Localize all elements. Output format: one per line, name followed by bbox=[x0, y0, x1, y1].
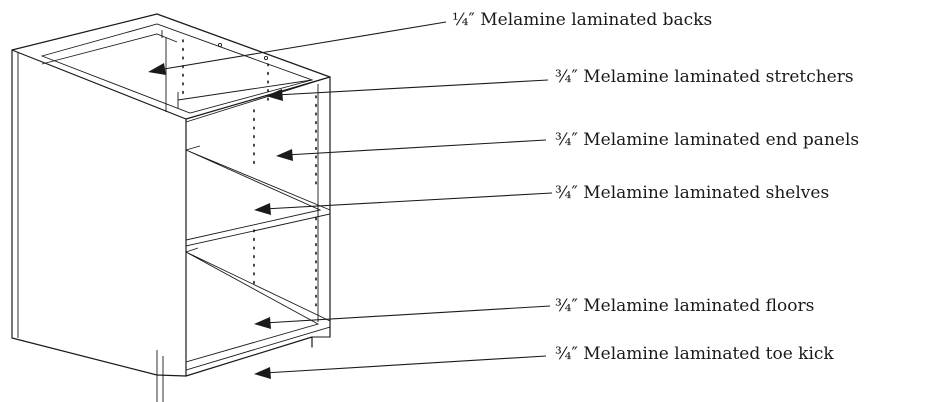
leader-floors bbox=[263, 305, 551, 324]
cabinet-top-opening bbox=[40, 23, 314, 114]
screw-hole-icon bbox=[263, 55, 269, 61]
callout-backs: ¼″ Melamine laminated backs bbox=[452, 10, 713, 30]
arrowhead-end-panels bbox=[276, 149, 293, 161]
left-end-panel bbox=[11, 49, 187, 377]
callout-floors: ¾″ Melamine laminated floors bbox=[555, 296, 815, 316]
front-stretcher bbox=[177, 79, 313, 101]
leader-end-panels bbox=[285, 139, 547, 156]
callout-toe-kick: ¾″ Melamine laminated toe kick bbox=[555, 344, 834, 364]
cabinet-top-rim bbox=[11, 13, 331, 120]
callout-shelves: ¾″ Melamine laminated shelves bbox=[555, 183, 830, 203]
leader-shelves bbox=[263, 192, 553, 210]
arrowhead-floors bbox=[254, 317, 271, 329]
leader-toe-kick bbox=[263, 355, 547, 374]
screw-hole-icon bbox=[217, 42, 223, 48]
rear-stretcher bbox=[41, 33, 178, 65]
cabinet-drawing bbox=[11, 13, 331, 402]
callout-end-panels: ¾″ Melamine laminated end panels bbox=[555, 130, 860, 150]
arrowhead-shelves bbox=[254, 203, 271, 215]
leader-backs bbox=[157, 21, 447, 71]
leader-lines bbox=[148, 21, 553, 379]
callout-stretchers: ¾″ Melamine laminated stretchers bbox=[555, 67, 854, 87]
arrowhead-toe-kick bbox=[254, 367, 271, 379]
upper-shelf bbox=[185, 149, 331, 247]
cabinet-floor bbox=[185, 251, 331, 371]
leader-stretchers bbox=[275, 79, 549, 96]
arrowhead-backs bbox=[148, 63, 166, 75]
arrowhead-stretchers bbox=[266, 89, 283, 101]
